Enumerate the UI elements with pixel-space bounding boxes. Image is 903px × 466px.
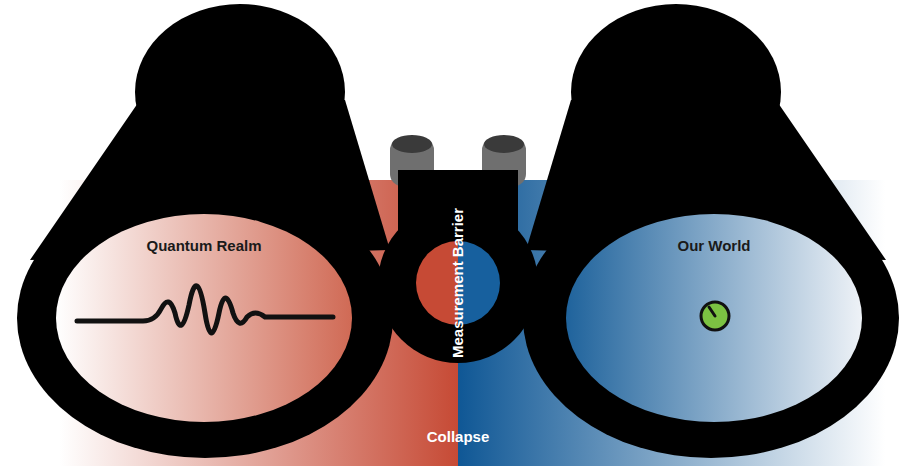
particle-dot (701, 302, 729, 330)
eyepiece-top (484, 135, 524, 153)
lens-region: Quantum Realm (55, 213, 353, 423)
left-barrel-body (17, 178, 393, 458)
center-hub (378, 203, 538, 363)
region-title: Quantum Realm (146, 237, 261, 255)
eyepiece-top (392, 135, 432, 153)
barrier-hub: Measurement Barrier (416, 241, 500, 325)
wave-function (77, 286, 333, 333)
particle-mark (709, 307, 715, 316)
region-title: Our World (677, 237, 750, 255)
process-label: Collapse (427, 428, 490, 446)
vertical-label: Measurement Barrier (449, 208, 467, 358)
right-barrel-body (523, 178, 899, 458)
lens-region: Our World (565, 213, 863, 423)
